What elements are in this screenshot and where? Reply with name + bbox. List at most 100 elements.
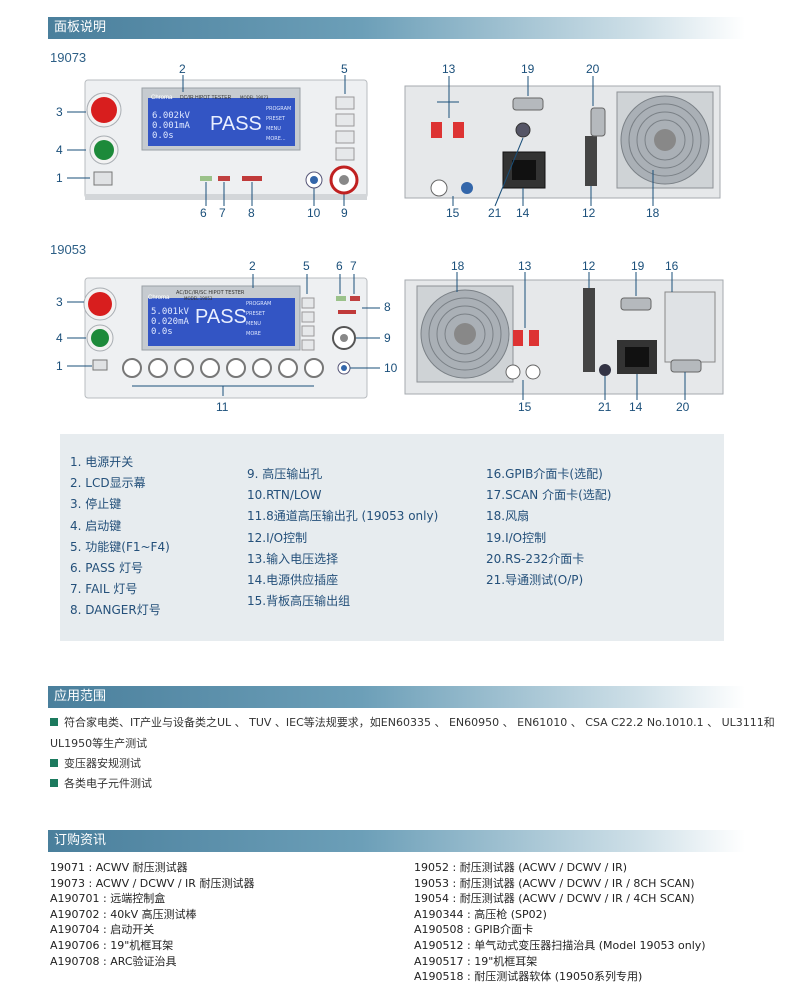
rear-callout-18: 18	[646, 206, 660, 220]
order-item: A190702 : 40kV 高压测试棒	[50, 907, 197, 921]
ordering-list-left: 19071 : ACWV 耐压测试器 19073 : ACWV / DCWV /…	[50, 860, 254, 969]
rear-callout-15: 15	[518, 400, 532, 414]
callout-10: 10	[384, 361, 398, 375]
rear-callout-16: 16	[665, 259, 679, 273]
rear-callout-14: 14	[516, 206, 530, 220]
legend-item: 4. 启动键	[70, 518, 122, 533]
application-text: 各类电子元件测试	[64, 777, 152, 790]
order-item: 19052 : 耐压测试器 (ACWV / DCWV / IR)	[414, 861, 628, 874]
legend-item: 8. DANGER灯号	[70, 603, 161, 618]
rear-callout-13: 13	[518, 259, 532, 273]
order-item: A190708 : ARC验证治具	[50, 954, 177, 968]
callout-2: 2	[249, 259, 256, 273]
callout-2: 2	[179, 62, 186, 76]
order-item: 19073 : ACWV / DCWV / IR 耐压测试器	[50, 876, 255, 890]
rear-callout-19: 19	[521, 62, 535, 76]
legend-item: 5. 功能键(F1~F4)	[70, 539, 170, 554]
screen-softkeys-19053: PROGRAM PRESET MENU MORE	[246, 299, 271, 339]
softkey-label: MORE...	[266, 136, 286, 142]
callout-5: 5	[341, 62, 348, 76]
rear-panel-19053	[404, 272, 724, 400]
legend-column-1: 1. 电源开关 2. LCD显示幕 3. 停止键 4. 启动键 5. 功能键(F…	[70, 452, 170, 622]
softkey-label: PROGRAM	[266, 106, 292, 112]
rear-callout-21: 21	[488, 206, 502, 220]
callout-4: 4	[56, 143, 63, 157]
legend-item: 11.8通道高压输出孔 (19053 only)	[247, 509, 439, 524]
callout-4: 4	[56, 331, 63, 345]
legend-item: 10.RTN/LOW	[247, 488, 322, 503]
rear-callout-12: 12	[582, 259, 596, 273]
screen-brand-19073: Chroma	[151, 95, 173, 101]
legend-item: 9. 高压输出孔	[247, 467, 323, 481]
order-item: A190517 : 19"机框耳架	[414, 954, 538, 968]
reading-current: 0.001mA	[152, 121, 190, 131]
screen-readings-19053: 5.001kV 0.020mA 0.0s	[151, 307, 189, 337]
section-header-applications: 应用范围	[48, 686, 745, 708]
model-label-19053: 19053	[50, 242, 87, 257]
order-item: 19071 : ACWV 耐压测试器	[50, 861, 188, 874]
callout-1: 1	[56, 359, 63, 373]
screen-brand-19053: Chroma	[148, 295, 170, 301]
front-panel-19053	[67, 274, 380, 399]
rear-callout-13: 13	[442, 62, 456, 76]
callout-8: 8	[384, 300, 391, 314]
rear-callout-14: 14	[629, 400, 643, 414]
reading-time: 0.0s	[151, 327, 173, 337]
callout-5: 5	[303, 259, 310, 273]
order-item: A190518 : 耐压测试器软体 (19050系列专用)	[414, 970, 643, 984]
pass-display-19053: PASS	[195, 306, 247, 328]
rear-callout-18: 18	[451, 259, 465, 273]
legend-item: 1. 电源开关	[70, 455, 134, 469]
order-item: A190344 : 高压枪 (SP02)	[414, 907, 547, 921]
softkey-label: MENU	[246, 321, 261, 327]
legend-item: 15.背板高压输出组	[247, 594, 351, 609]
bullet-square-icon	[50, 718, 58, 726]
softkey-label: MENU	[266, 126, 281, 132]
callout-1: 1	[56, 171, 63, 185]
panel-legend: 1. 电源开关 2. LCD显示幕 3. 停止键 4. 启动键 5. 功能键(F…	[60, 434, 724, 641]
callout-10: 10	[307, 206, 321, 220]
screen-title-19073: DC/IR HIPOT TESTER	[180, 95, 232, 101]
callout-3: 3	[56, 105, 63, 119]
legend-item: 13.输入电压选择	[247, 551, 339, 566]
legend-item: 7. FAIL 灯号	[70, 582, 138, 597]
legend-item: 16.GPIB介面卡(选配)	[486, 467, 603, 481]
pass-display-19073: PASS	[210, 113, 262, 135]
bullet-square-icon	[50, 759, 58, 767]
legend-item: 6. PASS 灯号	[70, 560, 143, 575]
order-item: A190706 : 19"机框耳架	[50, 938, 174, 952]
softkey-label: PRESET	[266, 116, 286, 122]
bullet-square-icon	[50, 779, 58, 787]
order-item: A190704 : 启动开关	[50, 923, 155, 937]
screen-softkeys-19073: PROGRAM PRESET MENU MORE...	[266, 104, 291, 144]
softkey-label: PRESET	[246, 311, 266, 317]
legend-item: 18.风扇	[486, 509, 530, 524]
rear-callout-15: 15	[446, 206, 460, 220]
reading-time: 0.0s	[152, 131, 174, 141]
application-item-continued: UL1950等生产测试	[50, 737, 148, 750]
legend-item: 17.SCAN 介面卡(选配)	[486, 488, 612, 503]
legend-item: 2. LCD显示幕	[70, 476, 146, 491]
screen-model-19053: MODEL 19053	[184, 296, 213, 301]
order-item: A190701 : 远端控制盒	[50, 892, 166, 906]
rear-callout-20: 20	[586, 62, 600, 76]
legend-item: 20.RS-232介面卡	[486, 551, 585, 566]
order-item: 19053 : 耐压测试器 (ACWV / DCWV / IR / 8CH SC…	[414, 876, 695, 890]
rear-callout-12: 12	[582, 206, 596, 220]
legend-item: 14.电源供应插座	[247, 572, 339, 587]
callout-7: 7	[219, 206, 226, 220]
section-header-ordering: 订购资讯	[48, 830, 745, 852]
callout-9: 9	[341, 206, 348, 220]
application-item: 符合家电类、IT产业与设备类之UL 、 TUV 、IEC等法规要求，如EN603…	[50, 714, 775, 730]
callout-9: 9	[384, 331, 391, 345]
screen-title-19053: AC/DC/IR/SC HIPOT TESTER	[176, 290, 245, 296]
order-item: A190508 : GPIB介面卡	[414, 923, 534, 937]
legend-column-3: 16.GPIB介面卡(选配) 17.SCAN 介面卡(选配) 18.风扇 19.…	[486, 464, 611, 591]
section-header-panel: 面板说明	[48, 17, 745, 39]
screen-readings-19073: 6.002kV 0.001mA 0.0s	[152, 111, 190, 141]
softkey-label: PROGRAM	[246, 301, 272, 307]
reading-current: 0.020mA	[151, 317, 189, 327]
callout-7: 7	[350, 259, 357, 273]
model-label-19073: 19073	[50, 50, 87, 65]
legend-column-2: 9. 高压输出孔 10.RTN/LOW 11.8通道高压输出孔 (19053 o…	[247, 464, 438, 612]
